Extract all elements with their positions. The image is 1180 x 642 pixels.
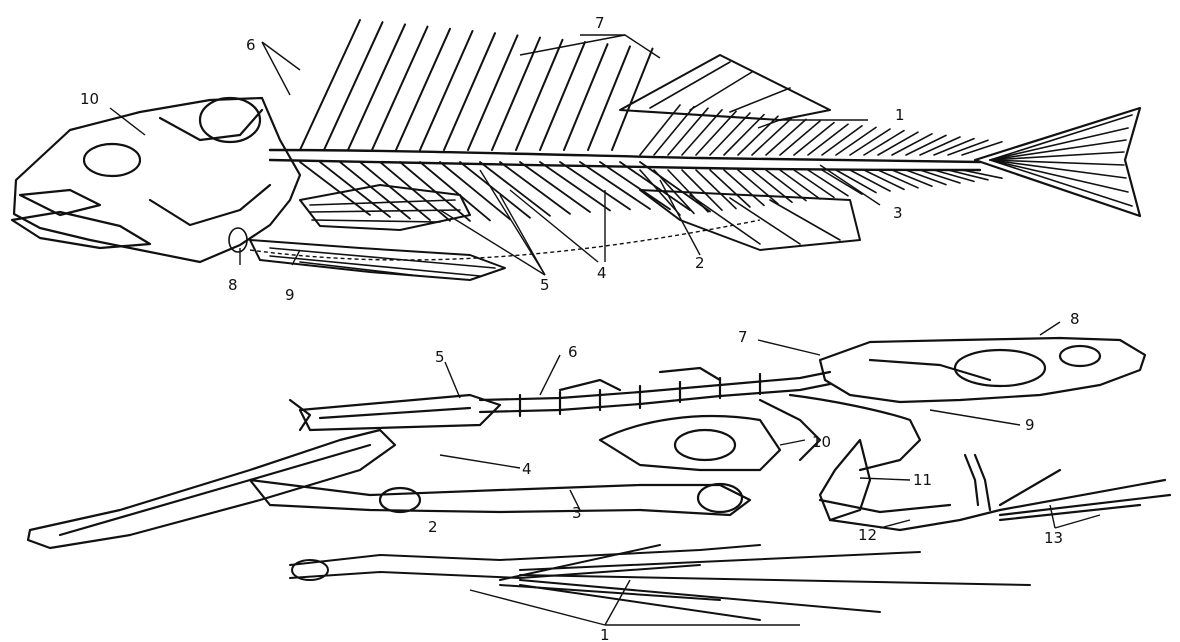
- fish-dorsal-spine: [540, 42, 585, 150]
- fish-label-3: 3: [893, 204, 903, 222]
- fish-dorsal-spine: [444, 33, 495, 150]
- fish-label-8: 8: [228, 276, 238, 294]
- frog-pelvis: [290, 395, 500, 430]
- fish-dorsal-spine: [300, 20, 360, 150]
- fish-dorsal-spine: [588, 46, 630, 150]
- frog-label-10: 10: [812, 433, 831, 451]
- frog-label-4: 4: [522, 460, 532, 478]
- fish-label-9: 9: [285, 286, 295, 304]
- fish-dorsal-spine: [324, 22, 383, 150]
- frog-label-8: 8: [1070, 310, 1080, 328]
- fish-label-6: 6: [246, 36, 256, 54]
- fish-dorsal-spine: [492, 38, 540, 150]
- frog-label-1: 1: [600, 626, 610, 642]
- fish-dorsal-spine: [564, 44, 608, 150]
- fish-body-outline: [12, 98, 300, 262]
- fish-label-7: 7: [595, 14, 605, 32]
- frog-label-12: 12: [858, 526, 877, 544]
- fish-pectoral-fin: [300, 185, 470, 230]
- fish-rib: [380, 162, 450, 221]
- fish-label-10: 10: [80, 90, 99, 108]
- fish-rib: [580, 162, 650, 209]
- fish-label-1: 1: [895, 106, 905, 124]
- fish-dorsal-spine: [468, 35, 518, 150]
- fish-rib: [520, 162, 590, 212]
- fish-label-5: 5: [540, 276, 550, 294]
- frog-label-9: 9: [1025, 416, 1035, 434]
- fish-dorsal-spine: [348, 24, 405, 150]
- fish-ribs: [300, 162, 710, 221]
- frog-skeleton: 1 2 3 4 5 6 7 8 9 10 11 12 13: [28, 310, 1170, 642]
- fish-dorsal-spine: [516, 40, 563, 150]
- fish-rib: [560, 162, 630, 209]
- fish-rib: [540, 162, 610, 210]
- fish-label-2: 2: [695, 254, 705, 272]
- fish-rib: [500, 162, 570, 214]
- fish-label-4: 4: [597, 264, 607, 282]
- fish-pelvic-fin: [229, 228, 505, 280]
- fish-rib: [600, 162, 670, 209]
- frog-foot: [290, 545, 1030, 620]
- frog-label-5: 5: [435, 348, 445, 366]
- fish-skeleton: 1 2 3 4 5 6 7 8 9 10: [12, 14, 1140, 304]
- frog-label-2: 2: [428, 518, 438, 536]
- frog-label-7: 7: [738, 328, 748, 346]
- frog-skull: [820, 338, 1145, 402]
- fish-dorsal-spine: [420, 31, 473, 150]
- frog-label-6: 6: [568, 343, 578, 361]
- frog-labels: 1 2 3 4 5 6 7 8 9 10 11 12 13: [428, 310, 1080, 642]
- fish-dorsal-spine: [372, 27, 428, 150]
- fish-rib: [460, 162, 530, 218]
- frog-label-3: 3: [572, 504, 582, 522]
- fish-dorsal-spine: [612, 49, 653, 150]
- frog-tibiofibula: [250, 480, 750, 515]
- fish-rib: [480, 162, 550, 216]
- frog-forelimb: [600, 395, 1170, 530]
- fish-leader-lines: [110, 35, 880, 275]
- frog-femur: [28, 430, 395, 548]
- fish-spine: [270, 150, 980, 170]
- frog-label-11: 11: [913, 471, 932, 489]
- fish-caudal-fin: [975, 108, 1140, 216]
- fish-dorsal-spine: [396, 29, 450, 150]
- frog-label-13: 13: [1044, 529, 1063, 547]
